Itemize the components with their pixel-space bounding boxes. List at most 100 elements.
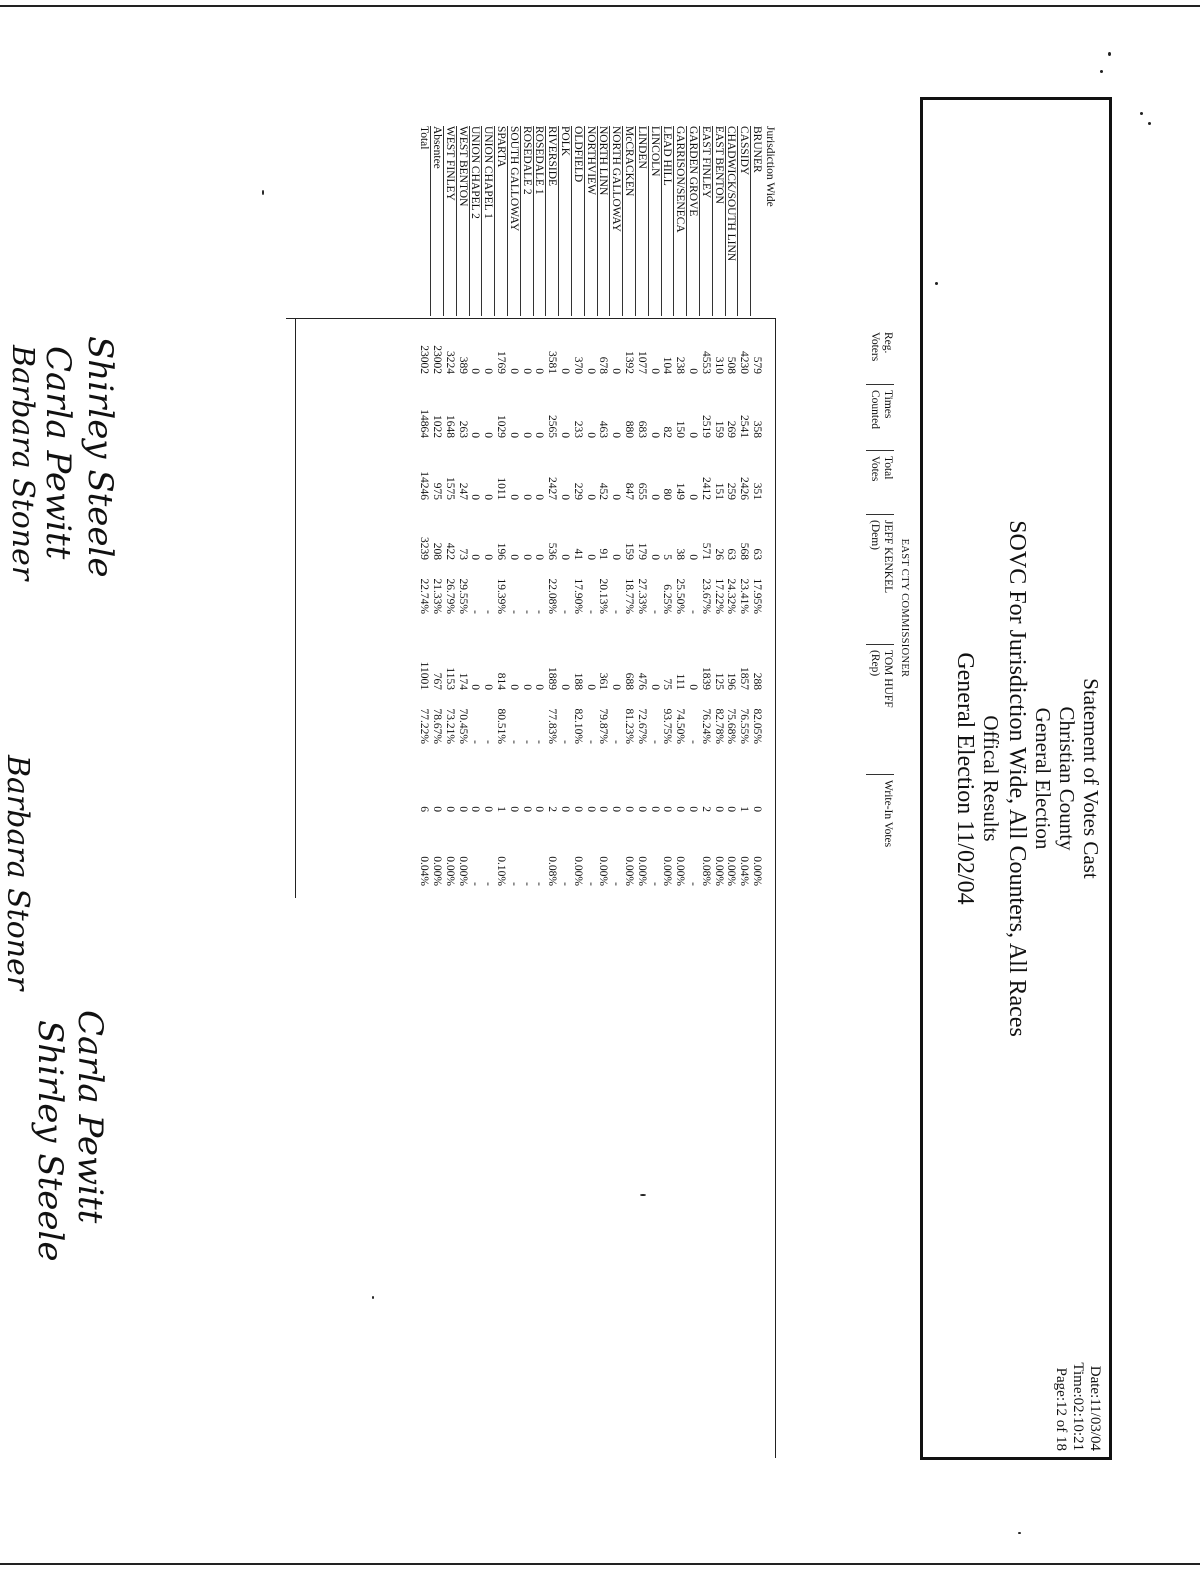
cell-hp: 72.67%	[635, 708, 648, 744]
cell-reg: 310	[712, 356, 725, 374]
cell-h: 767	[431, 672, 444, 690]
jurisdiction-name: CHADWICK/SOUTH LINN	[724, 126, 738, 316]
cell-h: 1153	[443, 667, 456, 690]
cell-total: 1575	[443, 477, 456, 500]
cell-reg: 0	[469, 368, 482, 374]
cell-wp: -	[482, 882, 495, 886]
cell-times: 269	[725, 420, 738, 438]
jurisdiction-name: UNION CHAPEL 1	[481, 126, 495, 316]
jurisdiction-name: SOUTH GALLOWAY	[507, 126, 520, 316]
cell-w: 0	[431, 806, 444, 812]
cell-wp: 0.00%	[623, 856, 636, 886]
cell-reg: 0	[533, 368, 546, 374]
jurisdiction-name: POLK	[558, 126, 572, 316]
cell-total: 0	[687, 494, 700, 500]
cell-w: 0	[674, 806, 687, 812]
jurisdiction-name: Absentee	[430, 126, 444, 316]
cell-kp: 20.13%	[597, 578, 610, 614]
cell-w: 1	[738, 806, 751, 812]
cell-kp: 17.95%	[751, 578, 763, 614]
cell-total: 2412	[699, 477, 712, 500]
huff-percent-column: 82.05%76.55%75.68%82.78%76.24%-74.50%93.…	[417, 694, 763, 744]
cell-h: 0	[507, 684, 520, 690]
cell-w: 0	[559, 806, 572, 812]
cell-k: 0	[482, 554, 495, 560]
cell-w: 0	[725, 806, 738, 812]
cell-total: 229	[571, 482, 584, 500]
cell-reg: 0	[559, 368, 572, 374]
cell-total: 259	[725, 482, 738, 500]
column-separator	[866, 644, 894, 645]
report-date: Date:11/03/04	[1087, 1365, 1103, 1451]
cell-h: 288	[751, 672, 763, 690]
cell-reg: 0	[520, 368, 533, 374]
cell-total: 0	[559, 494, 572, 500]
jurisdiction-name: SPARTA	[494, 126, 508, 316]
cell-total: 14246	[418, 471, 431, 500]
cell-wp: 0.04%	[738, 856, 751, 886]
jurisdiction-name: ROSEDALE 1	[532, 126, 546, 316]
cell-w: 0	[482, 806, 495, 812]
cell-kp: 29.55%	[456, 578, 469, 614]
table-bottom-rule	[295, 318, 296, 898]
jurisdiction-name: ROSEDALE 2	[519, 126, 533, 316]
cell-times: 150	[674, 420, 687, 438]
signature: Shirley Steele	[80, 336, 120, 578]
jurisdiction-name: NORTH LINN	[596, 126, 610, 316]
cell-k: 5	[661, 554, 674, 560]
cell-hp: 76.55%	[738, 708, 751, 744]
cell-hp: -	[469, 740, 482, 744]
cell-total: 151	[712, 482, 725, 500]
cell-wp: -	[610, 882, 623, 886]
report-meta: Date:11/03/04 Time:02:10:21 Page:12 of 1…	[1052, 1362, 1103, 1451]
cell-h: 0	[469, 684, 482, 690]
cell-times: 1648	[443, 415, 456, 438]
cell-kp: 17.22%	[712, 578, 725, 614]
report-time: Time:02:10:21	[1070, 1362, 1086, 1451]
cell-reg: 1077	[635, 351, 648, 374]
cell-total: 0	[648, 494, 661, 500]
cell-total: 0	[469, 494, 482, 500]
cell-times: 0	[533, 432, 546, 438]
cell-w: 0	[584, 806, 597, 812]
cell-hp: -	[610, 740, 623, 744]
cell-total: 2427	[546, 477, 559, 500]
cell-k: 0	[520, 554, 533, 560]
cell-reg: 23002	[431, 345, 444, 374]
column-separator	[866, 450, 894, 451]
cell-w: 0	[571, 806, 584, 812]
race-title: EAST CTY COMMISSIONER	[899, 538, 910, 678]
cell-k: 63	[725, 548, 738, 561]
cell-h: 11001	[418, 661, 431, 690]
cell-reg: 23002	[418, 345, 431, 374]
cell-hp: 74.50%	[674, 708, 687, 744]
cell-total: 0	[610, 494, 623, 500]
cell-kp: -	[648, 610, 661, 614]
cell-wp: -	[687, 882, 700, 886]
report-title-block: Statement of Votes Cast Christian County…	[951, 100, 1103, 1457]
cell-k: 0	[648, 554, 661, 560]
cell-w: 0	[648, 806, 661, 812]
cell-times: 0	[507, 432, 520, 438]
election-date: General Election 11/02/04	[952, 652, 978, 905]
cell-h: 0	[687, 684, 700, 690]
cell-k: 179	[635, 542, 648, 560]
cell-h: 125	[712, 672, 725, 690]
cell-hp: 82.10%	[571, 708, 584, 744]
cell-times: 0	[469, 432, 482, 438]
cell-wp: -	[469, 882, 482, 886]
scan-speck	[1018, 1532, 1021, 1534]
cell-k: 91	[597, 548, 610, 561]
cell-reg: 370	[571, 356, 584, 374]
cell-kp: -	[469, 610, 482, 614]
cell-reg: 3224	[443, 351, 456, 374]
column-separator	[866, 774, 894, 775]
cell-w: 2	[546, 806, 559, 812]
cell-k: 0	[559, 554, 572, 560]
jurisdiction-name: NORTHVIEW	[583, 126, 597, 316]
cell-reg: 0	[584, 368, 597, 374]
jurisdiction-name: BRUNER	[750, 126, 763, 316]
cell-total: 655	[635, 482, 648, 500]
jurisdiction-name: GARDEN GROVE	[686, 126, 700, 316]
